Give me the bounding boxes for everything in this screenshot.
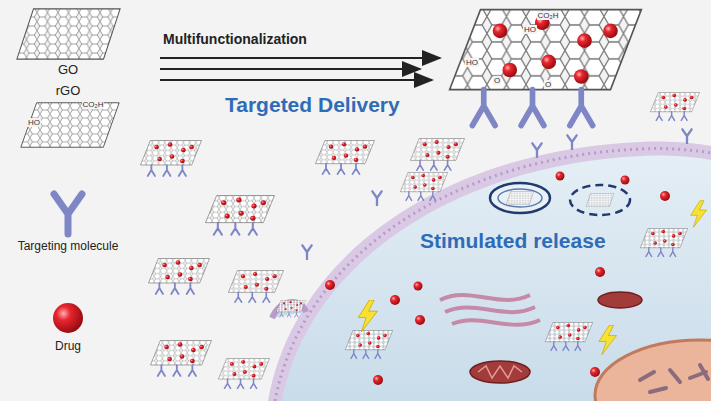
chemical-group: HO xyxy=(27,118,41,127)
drug xyxy=(414,282,423,291)
carrier xyxy=(228,270,283,302)
rgo-sheet xyxy=(21,103,119,147)
stimulus-bolt xyxy=(599,325,617,354)
nucleus xyxy=(595,340,711,401)
receptor xyxy=(302,245,311,259)
cristae xyxy=(478,366,522,378)
chromosomes xyxy=(640,365,708,392)
drug xyxy=(556,172,565,181)
stimulus-bolt xyxy=(691,201,707,228)
carrier-in-pit xyxy=(276,300,306,317)
drug xyxy=(660,191,670,201)
stimulus-bolt xyxy=(358,300,377,332)
label: GO xyxy=(58,63,78,78)
carrier xyxy=(206,196,275,235)
endoplasmic-reticulum xyxy=(440,295,540,325)
chemical-group: O xyxy=(544,80,552,89)
legend-label: Targeting molecule xyxy=(18,240,119,254)
ruptured-endosome xyxy=(570,185,630,215)
chemical-group: CO₂H xyxy=(537,11,560,20)
endosome-inner xyxy=(498,189,542,207)
drug xyxy=(590,367,600,377)
go-sheet xyxy=(17,9,120,59)
sheet-released xyxy=(586,193,614,207)
carrier xyxy=(149,259,210,295)
label: rGO xyxy=(56,84,81,99)
drug xyxy=(325,280,335,290)
endosome xyxy=(490,183,550,213)
mitochondrion xyxy=(470,361,530,383)
carrier xyxy=(151,341,212,377)
legend-label: Drug xyxy=(55,340,81,354)
drug xyxy=(621,176,630,185)
chemical-group: HO xyxy=(465,58,479,67)
receptor xyxy=(372,191,381,205)
sheet-in-endosome xyxy=(506,191,534,205)
chemical-group: O xyxy=(493,76,501,85)
carrier-inside xyxy=(345,330,392,358)
receptor xyxy=(682,129,691,143)
receptor xyxy=(532,143,541,157)
carrier-inside xyxy=(640,228,687,256)
targeting-molecule-icon xyxy=(54,194,82,234)
arrow xyxy=(160,68,420,70)
drug xyxy=(390,295,400,305)
stage-heading: Targeted Delivery xyxy=(225,93,400,117)
functionalized-sheet xyxy=(450,10,642,126)
chemical-group: CO₂H xyxy=(82,100,105,109)
mitochondrion xyxy=(598,292,642,308)
drug-icon xyxy=(53,303,83,333)
carrier xyxy=(650,92,699,120)
label: Multifunctionalization xyxy=(163,31,307,47)
carrier xyxy=(218,358,269,388)
carrier xyxy=(141,141,202,177)
stage-heading: Stimulated release xyxy=(420,229,606,253)
drug xyxy=(415,315,425,325)
carrier xyxy=(410,138,464,170)
chemical-group: HO xyxy=(523,25,537,34)
arrow xyxy=(160,79,432,81)
receptor xyxy=(567,135,576,149)
carrier xyxy=(316,140,375,174)
drug xyxy=(595,267,605,277)
arrow xyxy=(160,57,440,59)
drug xyxy=(373,375,383,385)
carrier-on-membrane xyxy=(400,172,447,200)
carrier-inside xyxy=(545,322,592,350)
